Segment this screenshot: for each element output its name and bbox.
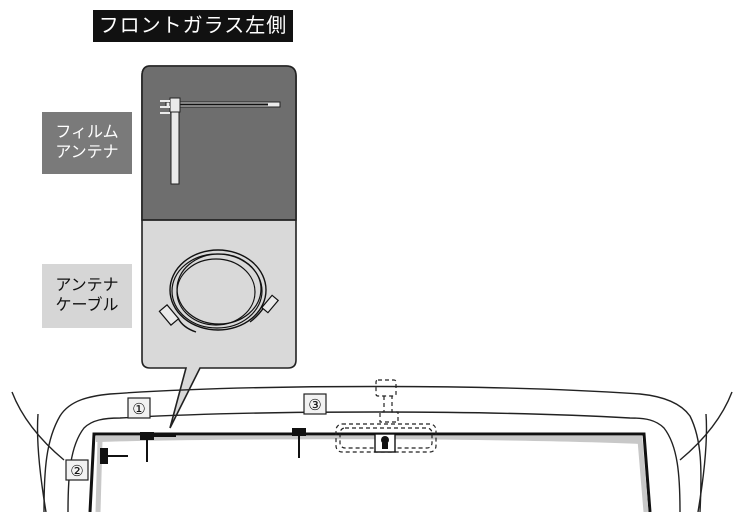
film-antenna-label: フィルム アンテナ xyxy=(42,112,132,174)
callout-panel xyxy=(141,65,297,429)
marker-2-label: ② xyxy=(70,462,83,480)
left-antenna-mount xyxy=(140,432,176,462)
page-title: フロントガラス左側 xyxy=(93,10,293,42)
marker-1-label: ① xyxy=(132,400,145,418)
antenna-cable-label-line2: ケーブル xyxy=(55,297,119,314)
antenna-cable-label: アンテナ ケーブル xyxy=(42,264,132,328)
mirror-connector-icon xyxy=(374,433,396,453)
marker-2: ② xyxy=(65,459,89,481)
film-antenna-label-line1: フィルム xyxy=(55,124,119,141)
windshield-glass xyxy=(88,432,652,512)
antenna-cable-icon xyxy=(158,249,280,333)
right-antenna-mount xyxy=(292,428,306,458)
film-antenna-label-line2: アンテナ xyxy=(55,144,119,161)
side-antenna-mount xyxy=(100,448,128,464)
antenna-cable-label-line1: アンテナ xyxy=(55,277,119,294)
vehicle-body-outline xyxy=(11,385,733,512)
marker-3-label: ③ xyxy=(308,396,321,414)
film-antenna-icon xyxy=(160,97,281,185)
marker-3: ③ xyxy=(303,393,327,415)
marker-1: ① xyxy=(127,397,151,419)
